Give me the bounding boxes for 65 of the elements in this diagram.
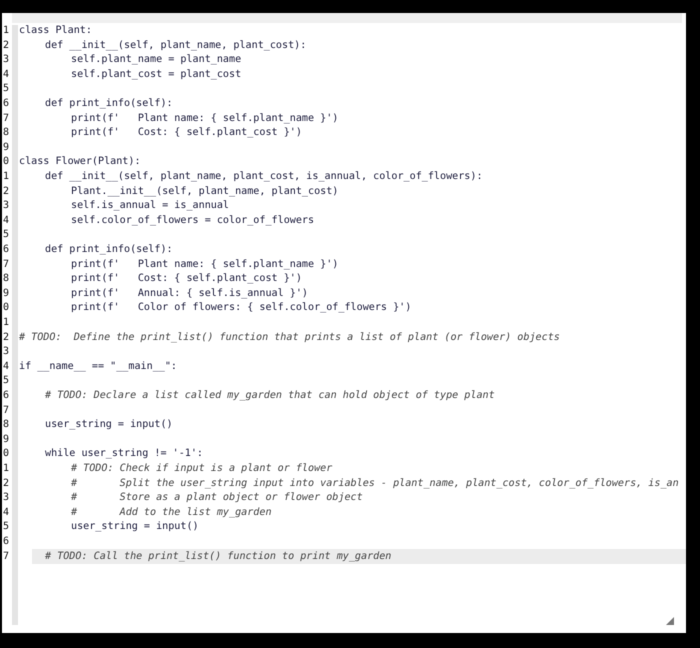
code-comment: # TODO: Check if input is a plant or flower xyxy=(71,462,332,476)
code-line: print(f' Plant name: { self.plant_name }') xyxy=(71,112,338,126)
line-number: 3 xyxy=(3,199,10,214)
code-comment: # Add to the list my_garden xyxy=(71,506,272,520)
code-comment: # TODO: Call the print_list() function to print my_garden xyxy=(45,550,392,564)
line-number: 2 xyxy=(3,476,10,491)
line-number: 0 xyxy=(3,155,10,170)
code-line: Plant.__init__(self, plant_name, plant_cost) xyxy=(71,184,338,199)
code-line: self.plant_name = plant_name xyxy=(71,53,242,68)
line-number: 2 xyxy=(3,184,10,199)
code-comment: # Store as a plant object or flower object xyxy=(71,491,363,506)
line-number: 1 xyxy=(3,316,10,330)
code-comment: # TODO: Declare a list called my_garden that can hold object of type plant xyxy=(45,389,495,403)
line-number: 5 xyxy=(3,82,10,96)
code-line: print(f' Plant name: { self.plant_name }') xyxy=(71,258,338,272)
line-number: 0 xyxy=(3,447,10,462)
code-line: user_string = input() xyxy=(45,418,173,432)
line-number: 9 xyxy=(3,432,10,447)
code-line: self.color_of_flowers = color_of_flowers xyxy=(71,214,314,228)
line-number: 3 xyxy=(3,53,10,68)
line-number: 6 xyxy=(3,535,10,549)
line-number: 9 xyxy=(3,140,10,155)
code-line: class Flower(Plant): xyxy=(19,155,141,170)
code-line: print(f' Cost: { self.plant_cost }') xyxy=(71,272,302,286)
line-number: 7 xyxy=(3,112,10,126)
code-line: print(f' Cost: { self.plant_cost }') xyxy=(71,126,302,140)
code-line: def __init__(self, plant_name, plant_cost, is_annual, color_of_flowers): xyxy=(45,170,483,184)
code-line: self.is_annual = is_annual xyxy=(71,199,230,214)
code-comment: # Split the user_string input into variables - plant_name, plant_cost, color_of_flowers, is_an xyxy=(71,476,679,491)
line-number: 2 xyxy=(3,38,10,53)
code-line: print(f' Color of flowers: { self.color_of_flowers }') xyxy=(71,301,412,316)
code-line: print(f' Annual: { self.is_annual }') xyxy=(71,286,308,301)
line-number: 6 xyxy=(3,97,10,111)
line-number: 1 xyxy=(3,24,10,38)
line-number: 4 xyxy=(3,360,10,374)
line-number: 7 xyxy=(3,404,10,418)
line-number: 9 xyxy=(3,286,10,301)
line-number: 8 xyxy=(3,126,10,140)
line-number: 3 xyxy=(3,345,10,360)
line-number: 3 xyxy=(3,491,10,506)
line-number: 4 xyxy=(3,214,10,228)
line-number: 5 xyxy=(3,228,10,242)
line-number: 1 xyxy=(3,170,10,184)
line-number: 2 xyxy=(3,330,10,345)
line-number: 7 xyxy=(3,258,10,272)
code-line: while user_string != '-1': xyxy=(45,447,204,462)
code-line: def print_info(self): xyxy=(45,243,173,257)
line-number: 6 xyxy=(3,243,10,257)
code-line: class Plant: xyxy=(19,24,92,38)
code-line: def __init__(self, plant_name, plant_cost): xyxy=(45,38,306,53)
line-number: 0 xyxy=(3,301,10,316)
code-line: user_string = input() xyxy=(71,520,199,534)
code-line: if __name__ == "__main__": xyxy=(19,360,178,374)
line-number: 4 xyxy=(3,68,10,82)
code-line: self.plant_cost = plant_cost xyxy=(71,68,242,82)
line-number: 7 xyxy=(3,550,10,564)
line-number: 5 xyxy=(3,520,10,534)
line-number: 1 xyxy=(3,462,10,476)
line-number: 4 xyxy=(3,506,10,520)
line-number: 8 xyxy=(3,272,10,286)
code-comment: # TODO: Define the print_list() function that prints a list of plant (or flower) objects xyxy=(19,330,560,345)
line-number: 8 xyxy=(3,418,10,432)
line-number: 6 xyxy=(3,389,10,403)
code-line: def print_info(self): xyxy=(45,97,173,111)
line-number: 5 xyxy=(3,374,10,388)
